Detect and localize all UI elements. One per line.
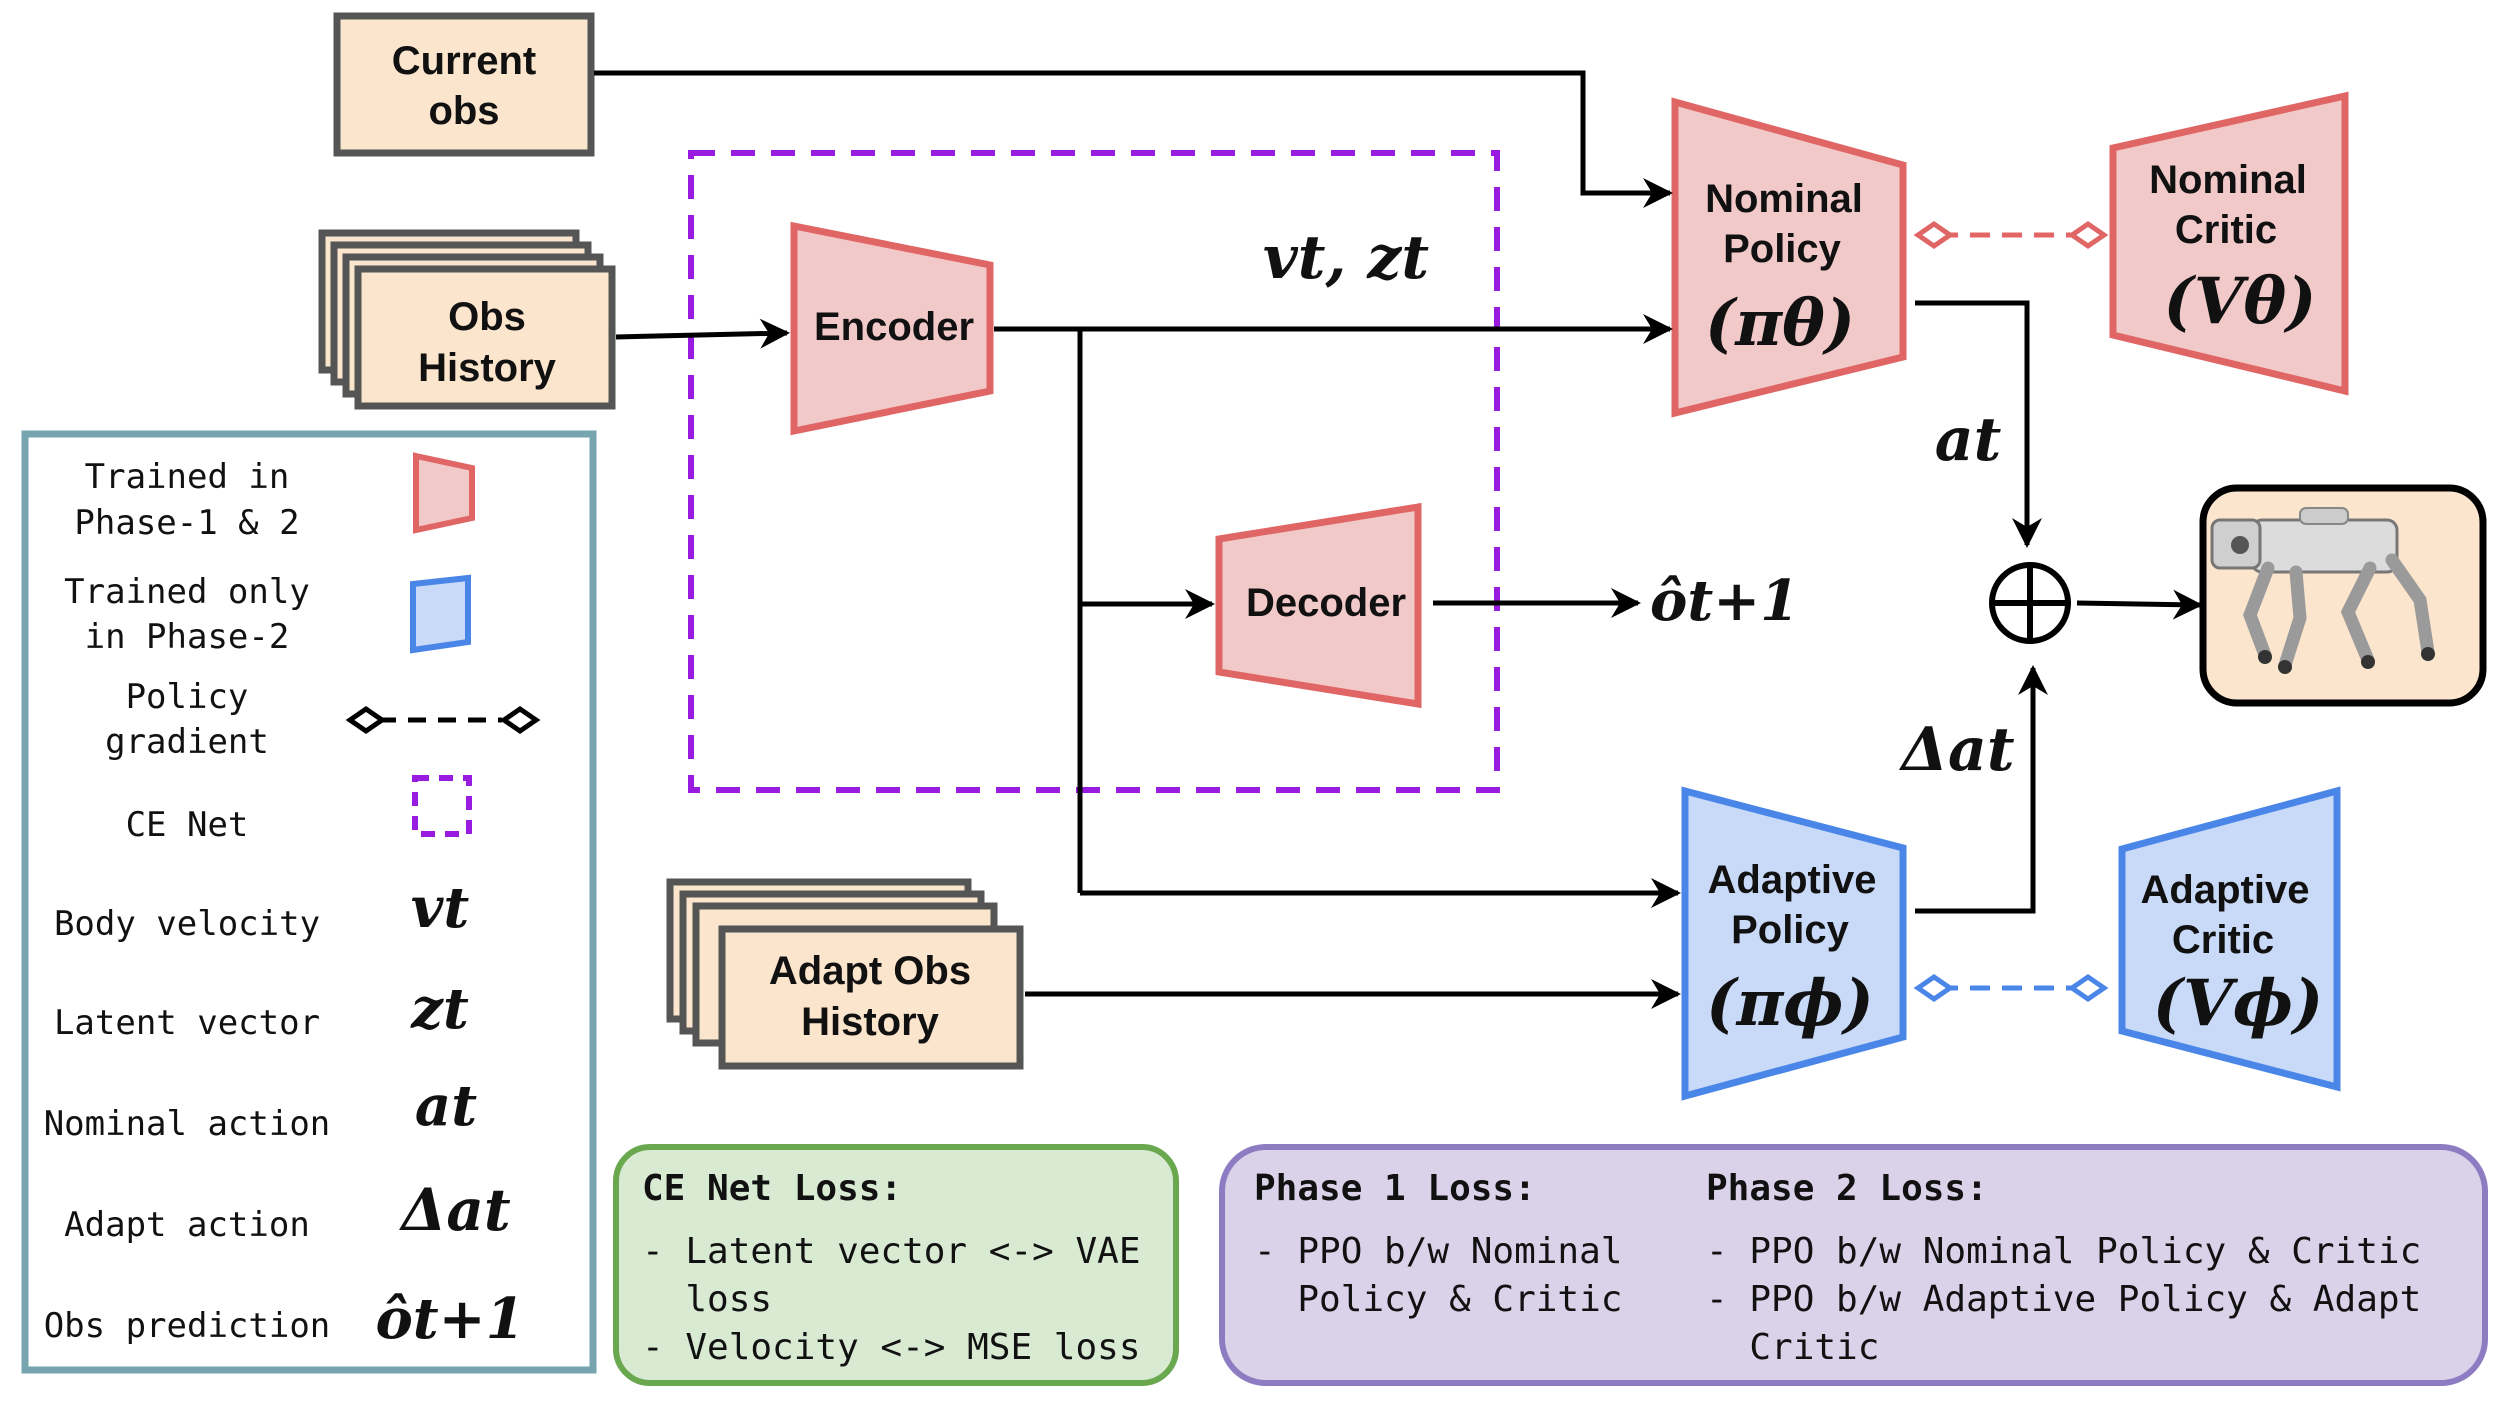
phase2-loss-line-2: - PPO b/w Adaptive Policy & Adapt: [1706, 1279, 2421, 1320]
nominal-policy-module: Nominal Policy (πθ): [1671, 97, 1907, 418]
legend-item-1-label-1: Trained in: [85, 457, 290, 497]
purple-dashed-square-icon: [412, 775, 472, 837]
legend-item-8-symbol: Δat: [398, 1176, 511, 1244]
obs-prediction-label: ôt+1: [1650, 568, 1799, 634]
nominal-policy-label-1: Nominal: [1705, 177, 1863, 221]
nominal-critic-symbol: (Vθ): [2164, 264, 2317, 339]
latent-signal-label: vt, zt: [1263, 223, 1429, 293]
connection-arrows: [594, 70, 2203, 1009]
legend-item-9-label: Obs prediction: [44, 1306, 331, 1346]
ce-net-loss-panel: CE Net Loss: - Latent vector <-> VAE los…: [613, 1144, 1179, 1386]
obs-history-label-2: History: [418, 346, 557, 390]
adaptive-policy-module: Adaptive Policy (πϕ): [1681, 786, 1907, 1101]
ce-loss-line-2: loss: [642, 1279, 772, 1320]
adaptive-policy-label-2: Policy: [1731, 908, 1850, 952]
adaptive-policy-label-1: Adaptive: [1708, 858, 1877, 902]
sum-to-robot-arrow: [2076, 589, 2203, 620]
legend-item-2-label-2: in Phase-2: [85, 617, 290, 657]
blue-trapezoid-icon: [410, 574, 471, 654]
ce-net-boundary: [688, 150, 1500, 793]
adaptive-critic-label-2: Critic: [2172, 918, 2274, 962]
legend-item-1-label-2: Phase-1 & 2: [74, 503, 299, 543]
legend-item-9-symbol: ôt+1: [375, 1286, 524, 1352]
ce-loss-line-1: - Latent vector <-> VAE: [642, 1231, 1141, 1272]
legend-item-3-label-1: Policy: [126, 677, 249, 717]
adapt-action-arrow: [1915, 665, 2048, 914]
nominal-action-arrow: [1915, 300, 2042, 548]
nominal-policy-gradient-link: [1913, 220, 2109, 250]
legend-item-6-label: Latent vector: [54, 1003, 320, 1043]
nominal-policy-symbol: (πθ): [1705, 286, 1855, 361]
obs-history-to-encoder-arrow: [615, 318, 790, 349]
red-trapezoid-icon: [413, 452, 475, 534]
quadruped-robot-icon: [2199, 484, 2487, 707]
legend-item-5-label: Body velocity: [54, 904, 320, 944]
adaptive-policy-gradient-link: [1913, 973, 2109, 1003]
legend-item-7-label: Nominal action: [44, 1104, 331, 1144]
legend-item-4-label: CE Net: [126, 805, 249, 845]
adaptive-policy-symbol: (πϕ): [1706, 966, 1874, 1041]
nominal-critic-label-2: Critic: [2175, 208, 2277, 252]
legend-item-7-symbol: at: [415, 1073, 477, 1139]
encoder-module: Encoder: [790, 221, 994, 436]
current-obs-box: Current obs: [333, 12, 595, 157]
phase2-loss-line-1: - PPO b/w Nominal Policy & Critic: [1706, 1231, 2421, 1272]
phase2-loss-line-3: Critic: [1706, 1327, 1879, 1368]
adaptive-critic-label-1: Adaptive: [2141, 868, 2310, 912]
encoder-label: Encoder: [814, 305, 974, 349]
current-obs-label-1: Current: [392, 39, 536, 83]
obs-history-stack: Obs History: [318, 229, 616, 410]
decoder-module: Decoder: [1215, 502, 1422, 709]
phase1-loss-line-2: Policy & Critic: [1254, 1279, 1622, 1320]
adapt-action-label: Δat: [1898, 715, 2014, 785]
legend-item-6-symbol: zt: [410, 976, 469, 1042]
phase1-loss-title: Phase 1 Loss:: [1254, 1168, 1536, 1209]
legend-item-3-label-2: gradient: [105, 722, 269, 762]
legend-item-5-symbol: vt: [411, 875, 470, 941]
sum-junction-icon: [1989, 562, 2071, 644]
phase2-loss-title: Phase 2 Loss:: [1706, 1168, 1988, 1209]
legend-item-2-label-1: Trained only: [64, 572, 310, 612]
nominal-critic-label-1: Nominal: [2149, 158, 2307, 202]
phase1-loss-line-1: - PPO b/w Nominal: [1254, 1231, 1622, 1272]
current-obs-label-2: obs: [428, 89, 499, 133]
phase-loss-panel: Phase 1 Loss: - PPO b/w Nominal Policy &…: [1219, 1144, 2488, 1386]
adaptive-critic-symbol: (Vϕ): [2153, 966, 2323, 1041]
legend-item-8-label: Adapt action: [64, 1205, 310, 1245]
nominal-policy-label-2: Policy: [1723, 227, 1842, 271]
current-obs-to-nominal-arrow: [594, 70, 1673, 208]
adapt-obs-history-label-1: Adapt Obs: [769, 949, 971, 993]
decoder-label: Decoder: [1246, 581, 1406, 625]
ce-loss-title: CE Net Loss:: [642, 1168, 902, 1209]
adapt-obs-history-stack: Adapt Obs History: [666, 878, 1024, 1070]
nominal-action-label: at: [1935, 405, 2002, 475]
adaptive-critic-module: Adaptive Critic (Vϕ): [2118, 786, 2341, 1092]
obs-history-label-1: Obs: [448, 295, 526, 339]
adapt-obs-history-label-2: History: [801, 1000, 940, 1044]
legend-panel: Trained in Phase-1 & 2 Trained only in P…: [21, 430, 597, 1374]
nominal-critic-module: Nominal Critic (Vθ): [2109, 91, 2349, 396]
dashed-diamond-line-icon: [345, 705, 541, 735]
ce-loss-line-3: - Velocity <-> MSE loss: [642, 1327, 1141, 1368]
